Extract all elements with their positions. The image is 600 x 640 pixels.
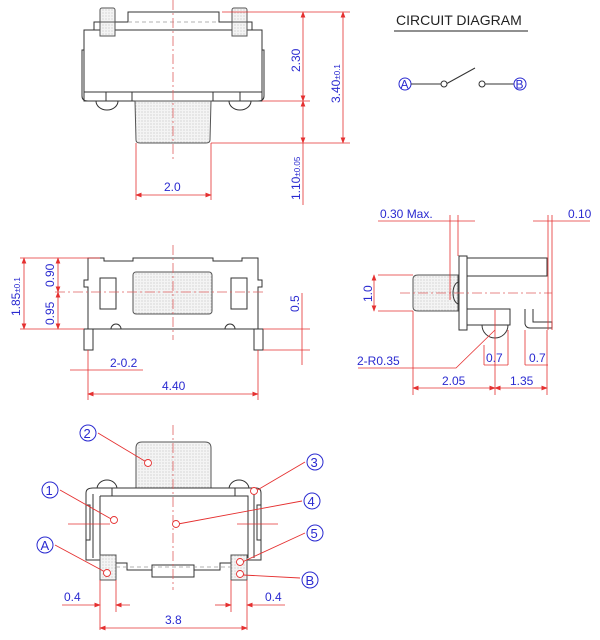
svg-text:5: 5 xyxy=(311,526,318,541)
front-view: 1.85±0.1 0.90 0.95 0.5 2-0.2 4.40 xyxy=(9,245,310,400)
dim-radius: 2-R0.35 xyxy=(357,354,400,368)
side-view: 0.30 Max. 0.10 1.0 2-R0.35 0.7 0.7 2.05 … xyxy=(357,207,592,395)
svg-text:4: 4 xyxy=(308,494,315,509)
callout-5: 5 xyxy=(306,524,324,542)
callout-b: B xyxy=(301,571,319,589)
terminal-a-label: A xyxy=(401,78,409,92)
callout-4: 4 xyxy=(303,492,321,510)
callout-3: 3 xyxy=(306,453,324,471)
dim-tab: 0.7 xyxy=(529,351,546,365)
bottom-view: 2 1 3 4 5 A B 0.4 0.4 3.8 xyxy=(36,424,324,631)
svg-text:2: 2 xyxy=(84,426,91,441)
front-window xyxy=(132,271,213,315)
dim-lower: 0.95 xyxy=(43,301,57,325)
dim-pitch: 3.8 xyxy=(165,613,182,627)
dim-right: 0.10 xyxy=(568,207,592,221)
side-plunger xyxy=(412,274,459,312)
dim-right-length: 1.35 xyxy=(510,374,534,388)
dim-plunger-width: 2.0 xyxy=(164,180,181,194)
callout-1: 1 xyxy=(41,481,59,499)
dim-total-height: 3.40±0.1 xyxy=(329,64,343,103)
pin-left-overlay xyxy=(99,21,116,37)
bottom-plunger xyxy=(135,441,212,489)
dim-pad-right: 0.4 xyxy=(265,590,282,604)
dim-side-plunger: 1.0 xyxy=(361,285,375,302)
dim-plunger-height: 1.10±0.05 xyxy=(289,156,303,200)
dim-bump: 0.7 xyxy=(486,351,503,365)
svg-text:A: A xyxy=(41,538,50,553)
pin-right-overlay xyxy=(231,21,248,37)
dim-pad-left: 0.4 xyxy=(64,590,81,604)
dim-leg-width: 2-0.2 xyxy=(110,356,138,370)
dim-front-height: 1.85±0.1 xyxy=(9,277,23,316)
terminal-b-label: B xyxy=(516,78,524,92)
svg-text:3: 3 xyxy=(311,455,318,470)
dim-leg: 0.5 xyxy=(288,295,302,312)
dim-front-width: 4.40 xyxy=(162,379,186,393)
circuit-title: CIRCUIT DIAGRAM xyxy=(396,12,522,28)
dim-max: 0.30 Max. xyxy=(380,207,433,221)
svg-text:1: 1 xyxy=(46,483,53,498)
dim-upper: 0.90 xyxy=(43,263,57,287)
callout-2: 2 xyxy=(79,424,97,442)
svg-text:B: B xyxy=(306,573,315,588)
dim-left-length: 2.05 xyxy=(442,374,466,388)
circuit-diagram: CIRCUIT DIAGRAM A B xyxy=(394,12,528,92)
dim-body-height: 2.30 xyxy=(289,48,303,72)
top-view: 2.30 3.40±0.1 1.10±0.05 2.0 xyxy=(81,0,350,205)
callout-a: A xyxy=(36,536,54,554)
